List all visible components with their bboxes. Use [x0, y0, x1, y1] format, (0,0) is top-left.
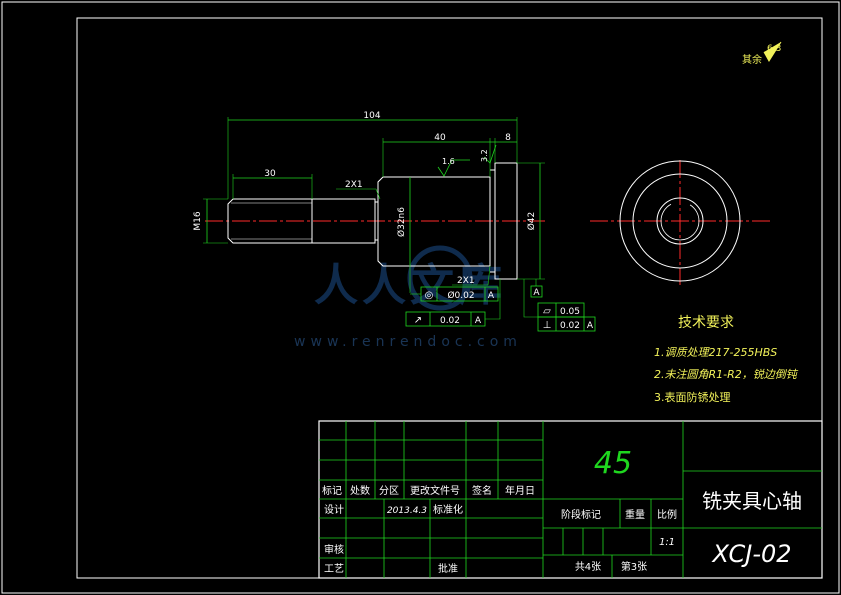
flatness-value: 0.05 — [560, 307, 580, 317]
watermark-text: 人人文库 — [314, 260, 506, 311]
shaft-side-view — [205, 162, 545, 280]
dim-flange-diameter: Ø42 — [526, 212, 537, 231]
roughness-b-value: 3.2 — [480, 149, 489, 162]
technical-requirements: 技术要求 1.调质处理217-255HBS 2.未注圆角R1-R2，锐边倒钝 3… — [654, 315, 799, 404]
shaft-end-view — [590, 160, 770, 285]
title-block: 标记 处数 分区 更改文件号 签名 年月日 设计 2013.4.3 标准化 审核… — [318, 420, 823, 579]
datum-frame — [530, 285, 543, 298]
flatness-symbol-icon: ▱ — [543, 306, 551, 317]
dim-flange-width: 8 — [505, 133, 511, 143]
dim-chamfer-thread: 2X1 — [345, 180, 363, 190]
dim-body-diameter: Ø32n6 — [396, 207, 407, 237]
perp-value: 0.02 — [560, 321, 580, 331]
dimensions: 104 40 8 30 2X1 M16 Ø32n6 Ø42 2X1 1.6 — [193, 111, 545, 286]
roughness-a-icon — [437, 159, 470, 177]
surface-finish-note: 其余 6.3 — [742, 41, 782, 66]
tech-req-item-3: 3.表面防锈处理 — [654, 390, 731, 404]
tb-scale-label: 比例 — [657, 508, 677, 521]
tb-header-count: 处数 — [350, 484, 370, 497]
runout-value: 0.02 — [440, 316, 460, 326]
tb-part-name: 铣夹具心轴 — [702, 489, 802, 513]
tb-material: 45 — [594, 446, 632, 481]
datum-label: A — [533, 288, 540, 298]
runout-datum: A — [475, 316, 482, 326]
end-view-thread-root — [660, 201, 700, 241]
roughness-a-value: 1.6 — [442, 157, 455, 166]
tb-sheet-no: 第3张 — [621, 560, 647, 573]
end-view-body-circle — [632, 173, 728, 269]
circularity-datum: A — [488, 291, 495, 301]
perp-datum: A — [587, 321, 594, 331]
tb-header-mark: 标记 — [322, 485, 342, 497]
tb-review-label: 审核 — [324, 543, 344, 556]
watermark-url: www.renrendoc.com — [294, 334, 522, 350]
dim-large-length: 40 — [434, 133, 446, 143]
tb-header-doc: 更改文件号 — [410, 484, 460, 497]
dim-chamfer-body: 2X1 — [457, 276, 475, 286]
roughness-b-icon — [483, 144, 497, 164]
perpendicularity-frame — [537, 316, 596, 332]
circularity-symbol-icon: ◎ — [425, 290, 434, 301]
circularity-value: Ø0.02 — [447, 290, 474, 301]
tb-drawing-no: XCJ-02 — [710, 540, 791, 568]
dim-thread-length: 30 — [264, 169, 276, 179]
end-view-thread-outer — [656, 197, 704, 245]
tech-req-item-2: 2.未注圆角R1-R2，锐边倒钝 — [654, 368, 799, 381]
tb-approve-label: 批准 — [438, 562, 458, 575]
tb-process-label: 工艺 — [324, 563, 344, 575]
tb-design-label: 设计 — [324, 503, 344, 516]
tb-scale-value: 1:1 — [659, 537, 675, 548]
dim-overall-length: 104 — [363, 111, 380, 121]
thread-section — [227, 198, 376, 244]
tb-header-zone: 分区 — [379, 485, 399, 497]
title-block-border — [318, 420, 823, 579]
roughness-symbol-icon — [763, 41, 782, 62]
dim-thread-spec: M16 — [193, 211, 203, 230]
tb-standardization: 标准化 — [433, 503, 463, 516]
tb-sheets-total: 共4张 — [575, 561, 601, 573]
end-view-flange-circle — [619, 160, 741, 282]
tb-design-date: 2013.4.3 — [387, 506, 427, 516]
tech-req-item-1: 1.调质处理217-255HBS — [654, 346, 777, 359]
watermark: 人人文库 www.renrendoc.com — [294, 245, 522, 350]
tb-weight-label: 重量 — [625, 508, 645, 521]
perp-symbol-icon: ⊥ — [543, 320, 552, 331]
surface-finish-label: 其余 — [742, 53, 762, 66]
tb-header-sign: 签名 — [472, 484, 492, 497]
geometric-tolerances: ◎ Ø0.02 A ↗ 0.02 A A ▱ 0.05 ⊥ 0.02 A — [405, 266, 596, 332]
surface-finish-value: 6.3 — [767, 44, 781, 54]
tech-req-title: 技术要求 — [678, 315, 734, 331]
tb-stage-label: 阶段标记 — [561, 508, 601, 521]
runout-symbol-icon: ↗ — [414, 315, 422, 326]
tb-header-date: 年月日 — [505, 484, 535, 497]
